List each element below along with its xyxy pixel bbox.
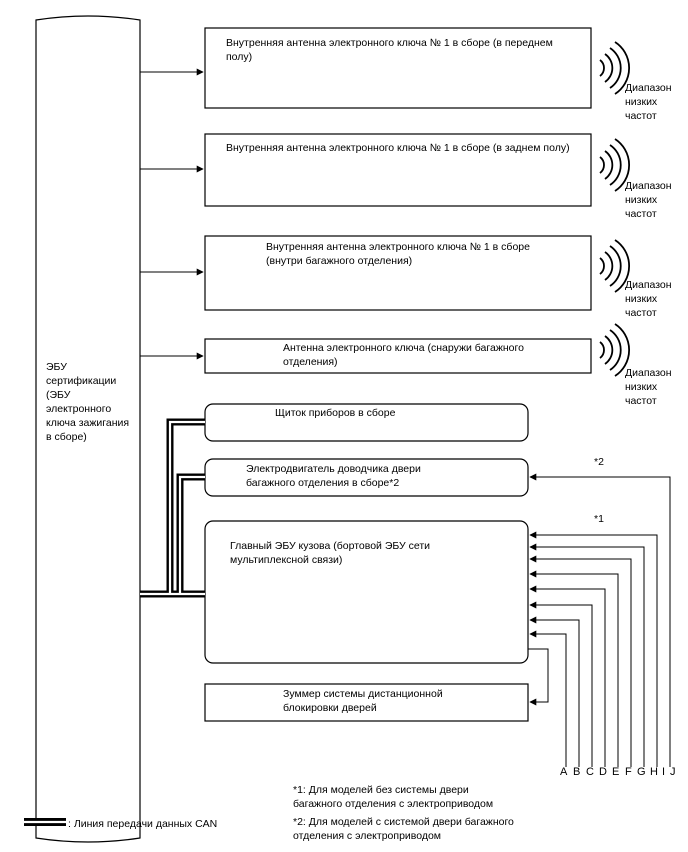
lf-wave-icon [599, 41, 631, 95]
box-buzzer [204, 683, 529, 722]
box-antenna-rear-floor [204, 133, 592, 207]
antenna-luggage-outside-label: Антенна электронного ключа (снаружи бага… [283, 342, 524, 368]
antenna-front-floor-label: Внутренняя антенна электронного ключа № … [226, 37, 553, 63]
terminal-j: J [670, 766, 676, 778]
box-antenna-luggage-inside [204, 235, 592, 311]
closer-motor-label: Электродвигатель доводчика двери багажно… [246, 463, 421, 489]
lf-band-label: Диапазон низких частот [625, 367, 672, 407]
certification-ecu-box [35, 15, 141, 843]
footnote-2: *2: Для моделей с системой двери багажно… [293, 816, 514, 842]
terminal-e: E [612, 766, 620, 778]
lf-band-label: Диапазон низких частот [625, 82, 672, 122]
certification-ecu-label: ЭБУ сертификации (ЭБУ электронного ключа… [46, 361, 130, 443]
terminal-c: C [586, 766, 594, 778]
terminal-b: B [573, 766, 581, 778]
combination-meter-label: Щиток приборов в сборе [275, 407, 396, 419]
lf-wave-icon [599, 239, 631, 293]
lf-band-label: Диапазон низких частот [625, 279, 672, 319]
antenna-rear-floor-label: Внутренняя антенна электронного ключа № … [226, 142, 570, 154]
lf-band-label: Диапазон низких частот [625, 180, 672, 220]
terminal-i: I [662, 766, 666, 778]
main-body-ecu-label: Главный ЭБУ кузова (бортовой ЭБУ сети му… [230, 540, 431, 566]
legend-can-label: : Линия передачи данных CAN [68, 818, 218, 830]
terminal-a: A [560, 766, 568, 778]
line-j-to-closer [529, 473, 671, 767]
terminal-lines [529, 531, 658, 767]
lf-wave-icon [599, 138, 631, 192]
terminal-f: F [625, 766, 632, 778]
box-antenna-luggage-outside [204, 338, 592, 374]
terminal-d: D [599, 766, 607, 778]
line-ecu-to-buzzer [528, 648, 549, 706]
terminal-h: H [650, 766, 658, 778]
buzzer-label: Зуммер системы дистанционной блокировки … [283, 688, 443, 714]
can-bus [140, 418, 205, 598]
antenna-luggage-inside-label: Внутренняя антенна электронного ключа № … [266, 241, 530, 267]
footnote-1: *1: Для моделей без системы двери багажн… [293, 784, 494, 810]
marker-star1: *1 [594, 513, 604, 525]
box-antenna-front-floor [204, 27, 592, 109]
marker-star2: *2 [594, 456, 604, 468]
lf-wave-icon [599, 323, 631, 377]
terminal-g: G [637, 766, 646, 778]
